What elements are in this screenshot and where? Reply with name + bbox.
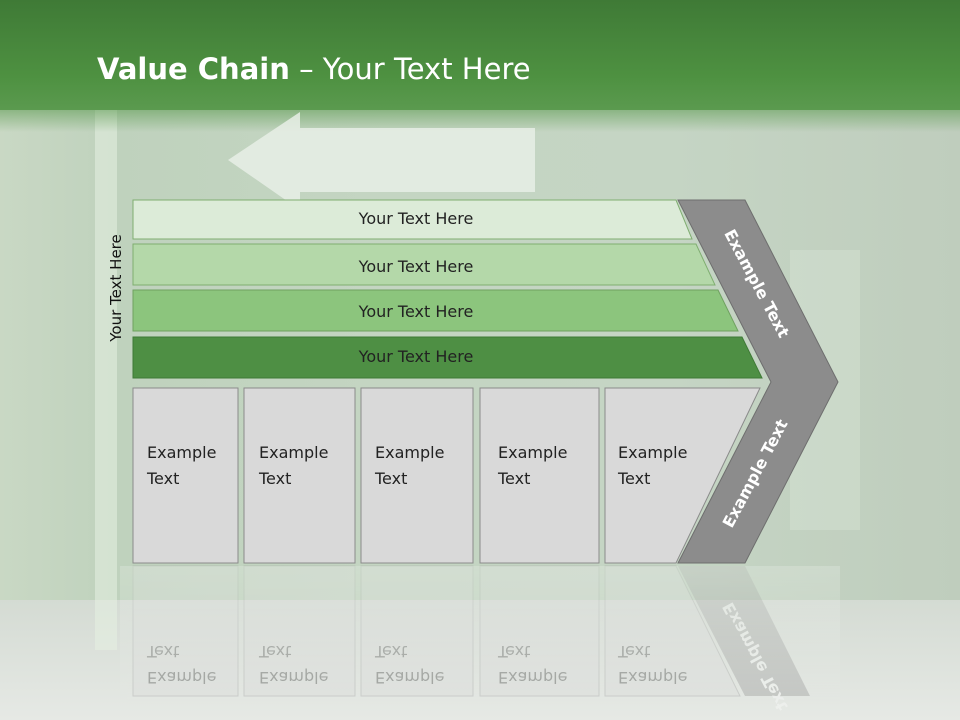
cell-3 [360,387,474,564]
cell-1-line2: Text [146,469,179,488]
cell-1 [132,387,239,564]
title-rest: – Your Text Here [289,52,531,86]
cell-2 [243,387,356,564]
cell-4 [479,387,600,564]
page-title: Value Chain – Your Text Here [97,52,531,86]
title-bold: Value Chain [97,52,290,86]
background-pillar [95,110,117,650]
cell-3-line1: Example [375,443,444,462]
band-4 [132,336,763,379]
band-2-label: Your Text Here [358,257,474,276]
cell-4-line2: Text [497,469,530,488]
band-group: Your Text Here Your Text Here Your Text … [132,199,763,379]
band-1 [132,199,693,240]
title-bar-fade [0,110,960,132]
cell-4-line1: Example [498,443,567,462]
background-arrow-icon [228,112,535,210]
band-3 [132,289,739,332]
cell-2-line2: Text [258,469,291,488]
band-4-label: Your Text Here [358,347,474,366]
cell-5-line1: Example [618,443,687,462]
title-bar [0,0,960,110]
reflection-fade [120,566,840,706]
cell-group: Example Text Example Text Example Text E… [132,387,761,564]
cell-5-line2: Text [617,469,650,488]
band-1-label: Your Text Here [358,209,474,228]
chevron-arrow [677,199,839,564]
cell-3-line2: Text [374,469,407,488]
band-2 [132,243,716,286]
diagram-reflection: Example Text Example Text Example Text E… [120,565,840,714]
side-label: Your Text Here [107,234,125,342]
band-3-label: Your Text Here [358,302,474,321]
cell-5 [604,387,761,564]
cell-1-line1: Example [147,443,216,462]
cell-2-line1: Example [259,443,328,462]
